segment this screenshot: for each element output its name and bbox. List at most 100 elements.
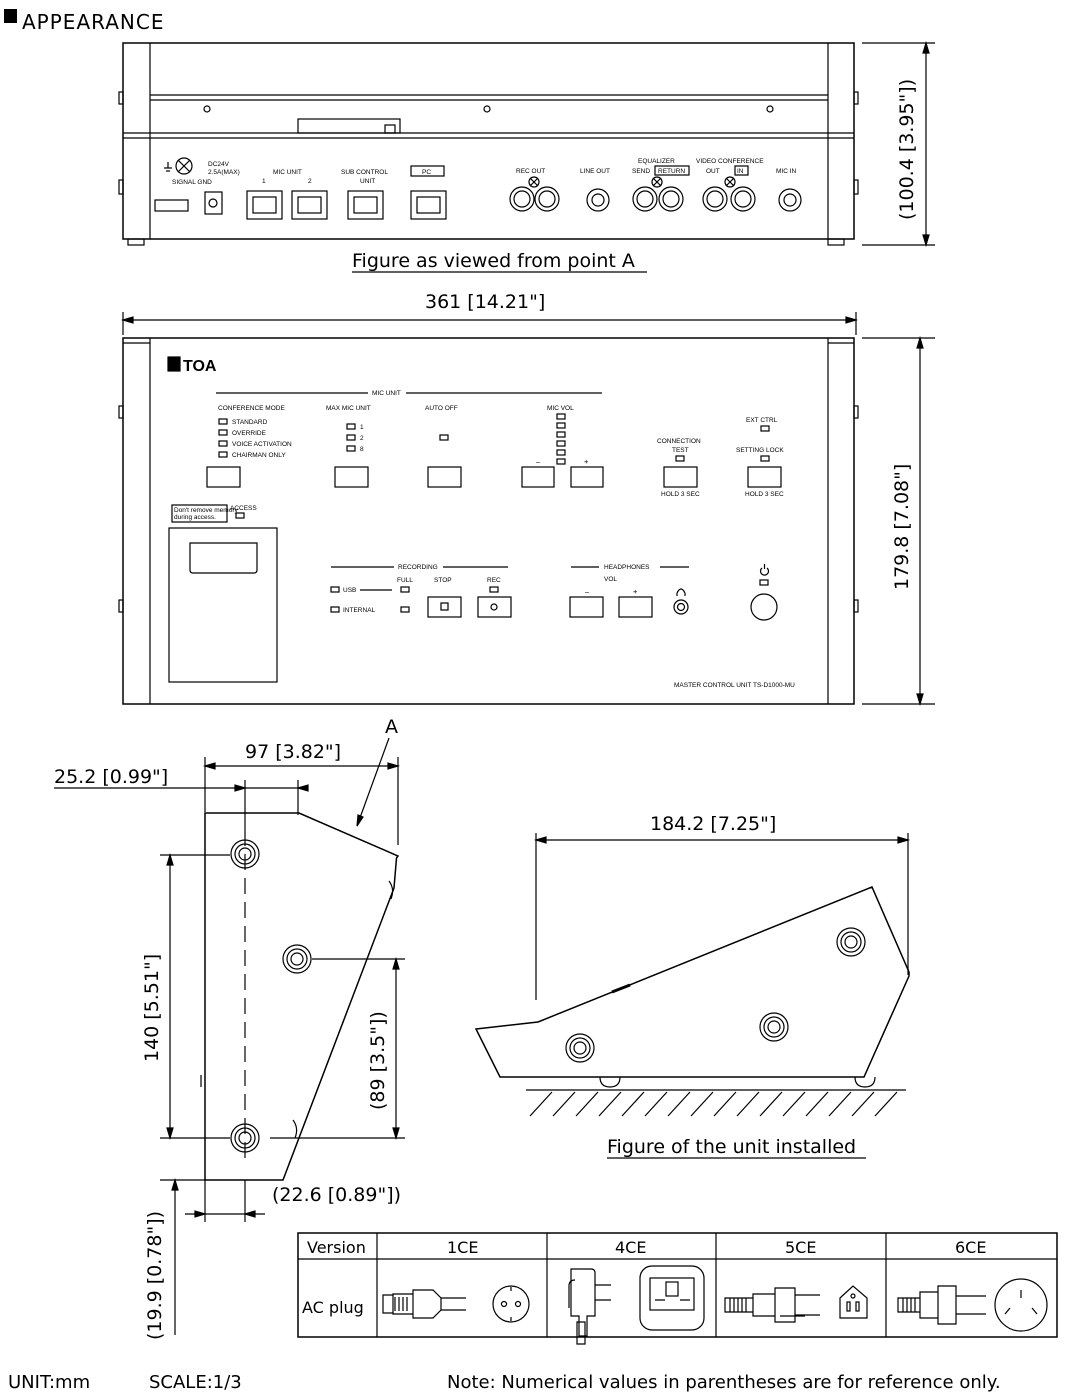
send-label: SEND [632, 168, 650, 175]
amp-label: 2.5A(MAX) [208, 169, 240, 176]
width-dimension: 361 [14.21"] [120, 291, 859, 335]
mic-in-label: MIC IN [776, 168, 797, 175]
dim-140-text: 140 [5.51"] [141, 954, 163, 1062]
conference-mode-label: CONFERENCE MODE [218, 405, 285, 412]
mic-vol-label: MIC VOL [547, 405, 574, 412]
memory-slot-cover[interactable] [168, 527, 278, 683]
auto-off-button[interactable] [427, 466, 462, 488]
plug-5ce-icon [724, 1285, 868, 1323]
mic-unit-rear-label: MIC UNIT [273, 169, 302, 176]
line-out-label: LINE OUT [580, 168, 610, 175]
mic1-label: 1 [262, 178, 266, 185]
dim-25-text: 25.2 [0.99"] [54, 766, 168, 788]
mic-vol-up-button[interactable] [570, 466, 604, 488]
eq-send-jack[interactable] [632, 186, 658, 212]
hp-vol-up-button[interactable] [618, 596, 653, 618]
vc-in-jack[interactable] [730, 186, 756, 212]
dim-184-text: 184.2 [7.25"] [650, 813, 776, 835]
recording-label: RECORDING [398, 564, 438, 571]
mic-vol-plus-label: + [584, 457, 589, 466]
brand-logo: TOA [183, 358, 217, 375]
rec-out-label: REC OUT [516, 168, 545, 175]
signal-gnd-label: SIGNAL GND [172, 179, 212, 186]
version-5ce: 5CE [785, 1238, 816, 1257]
sub-control-port[interactable] [347, 190, 384, 220]
plug-6ce-icon [897, 1278, 1048, 1332]
setting-lock-button[interactable] [747, 466, 782, 488]
hold-3sec-label-2: HOLD 3 SEC [745, 491, 784, 498]
mic-unit-2-port[interactable] [291, 190, 328, 220]
toa-logo-icon [167, 356, 181, 372]
usb-label: USB [343, 587, 356, 594]
model-label: MASTER CONTROL UNIT TS-D1000-MU [674, 682, 795, 689]
dc24-label: DC24V [208, 161, 230, 168]
point-a-label: A [385, 716, 398, 738]
version-1ce: 1CE [447, 1238, 478, 1257]
version-4ce: 4CE [615, 1238, 646, 1257]
equalizer-label: EQUALIZER [638, 158, 675, 165]
rec-label: REC [487, 577, 501, 584]
mic-unit-1-port[interactable] [246, 190, 283, 220]
conference-mode-button[interactable] [206, 466, 241, 488]
mic-vol-minus-label: – [536, 457, 541, 466]
headphones-icon [676, 588, 686, 596]
max-mic-unit-label: MAX MIC UNIT [326, 405, 371, 412]
depth-dimension: 179.8 [7.08"] [862, 335, 935, 707]
hp-minus-label: – [585, 587, 590, 596]
rec-out-jack-l[interactable] [509, 186, 535, 212]
hp-plus-label: + [633, 587, 638, 596]
eq-return-jack[interactable] [658, 186, 684, 212]
side-view: A 97 [3.82"] 25.2 [0.99"] [54, 716, 401, 1181]
rear-caption: Figure as viewed from point A [352, 250, 635, 272]
hp-vol-label: VOL [604, 576, 617, 583]
mic-vol-down-button[interactable] [521, 466, 555, 488]
sub-unit-label: UNIT [360, 178, 375, 185]
max-mic-unit-button[interactable] [334, 466, 369, 488]
setting-lock-label: SETTING LOCK [736, 447, 784, 454]
dim-19-text: (19.9 [0.78"]) [144, 1211, 166, 1340]
vc-out-jack[interactable] [702, 186, 728, 212]
rear-view: SIGNAL GND DC24V 2.5A(MAX) MIC UNIT 1 2 … [118, 42, 859, 246]
mic-unit-header: MIC UNIT [372, 390, 401, 397]
line-out-jack[interactable] [586, 188, 610, 212]
dc-jack[interactable] [204, 191, 223, 215]
standard-label: STANDARD [232, 419, 268, 426]
max-1-label: 1 [360, 424, 364, 431]
mic-in-jack[interactable] [778, 188, 802, 212]
headphone-jack[interactable] [673, 599, 689, 615]
front-view: TOA MIC UNIT CONFERENCE MODE STANDARD OV… [118, 337, 859, 705]
memory-slot[interactable] [189, 542, 258, 574]
power-button[interactable] [750, 593, 778, 621]
connection-label: CONNECTION [657, 438, 701, 445]
height-dim-text: (100.4 [3.95"]) [896, 79, 918, 220]
dim-97-text: 97 [3.82"] [245, 741, 341, 763]
dont-remove-label: Don't remove memory [174, 507, 238, 514]
ac-plug-header: AC plug [302, 1298, 364, 1317]
max-2-label: 2 [360, 435, 364, 442]
installed-caption: Figure of the unit installed [607, 1136, 856, 1158]
rec-button[interactable] [477, 596, 512, 618]
headphones-label: HEADPHONES [604, 564, 650, 571]
connection-test-button[interactable] [663, 466, 698, 488]
stop-label: STOP [434, 577, 452, 584]
vc-in-label: IN [737, 168, 744, 175]
chairman-only-label: CHAIRMAN ONLY [232, 452, 286, 459]
during-access-label: during access. [174, 514, 216, 521]
sub-control-label: SUB CONTROL [341, 169, 388, 176]
signal-gnd-terminal[interactable] [175, 157, 193, 175]
hp-vol-down-button[interactable] [569, 596, 604, 618]
dim-89-text: (89 [3.5"]) [367, 1011, 389, 1110]
ext-ctrl-label: EXT CTRL [746, 417, 778, 424]
rec-out-jack-r[interactable] [534, 186, 560, 212]
test-label: TEST [672, 447, 689, 454]
vc-out-label: OUT [706, 168, 720, 175]
version-6ce: 6CE [955, 1238, 986, 1257]
auto-off-label: AUTO OFF [425, 405, 458, 412]
return-label: RETURN [658, 168, 685, 175]
page-title: APPEARANCE [22, 10, 164, 34]
pc-port[interactable] [410, 190, 447, 220]
height-dimension: (100.4 [3.95"]) [862, 40, 935, 248]
plug-1ce-icon [382, 1285, 530, 1323]
stop-button[interactable] [427, 596, 462, 618]
